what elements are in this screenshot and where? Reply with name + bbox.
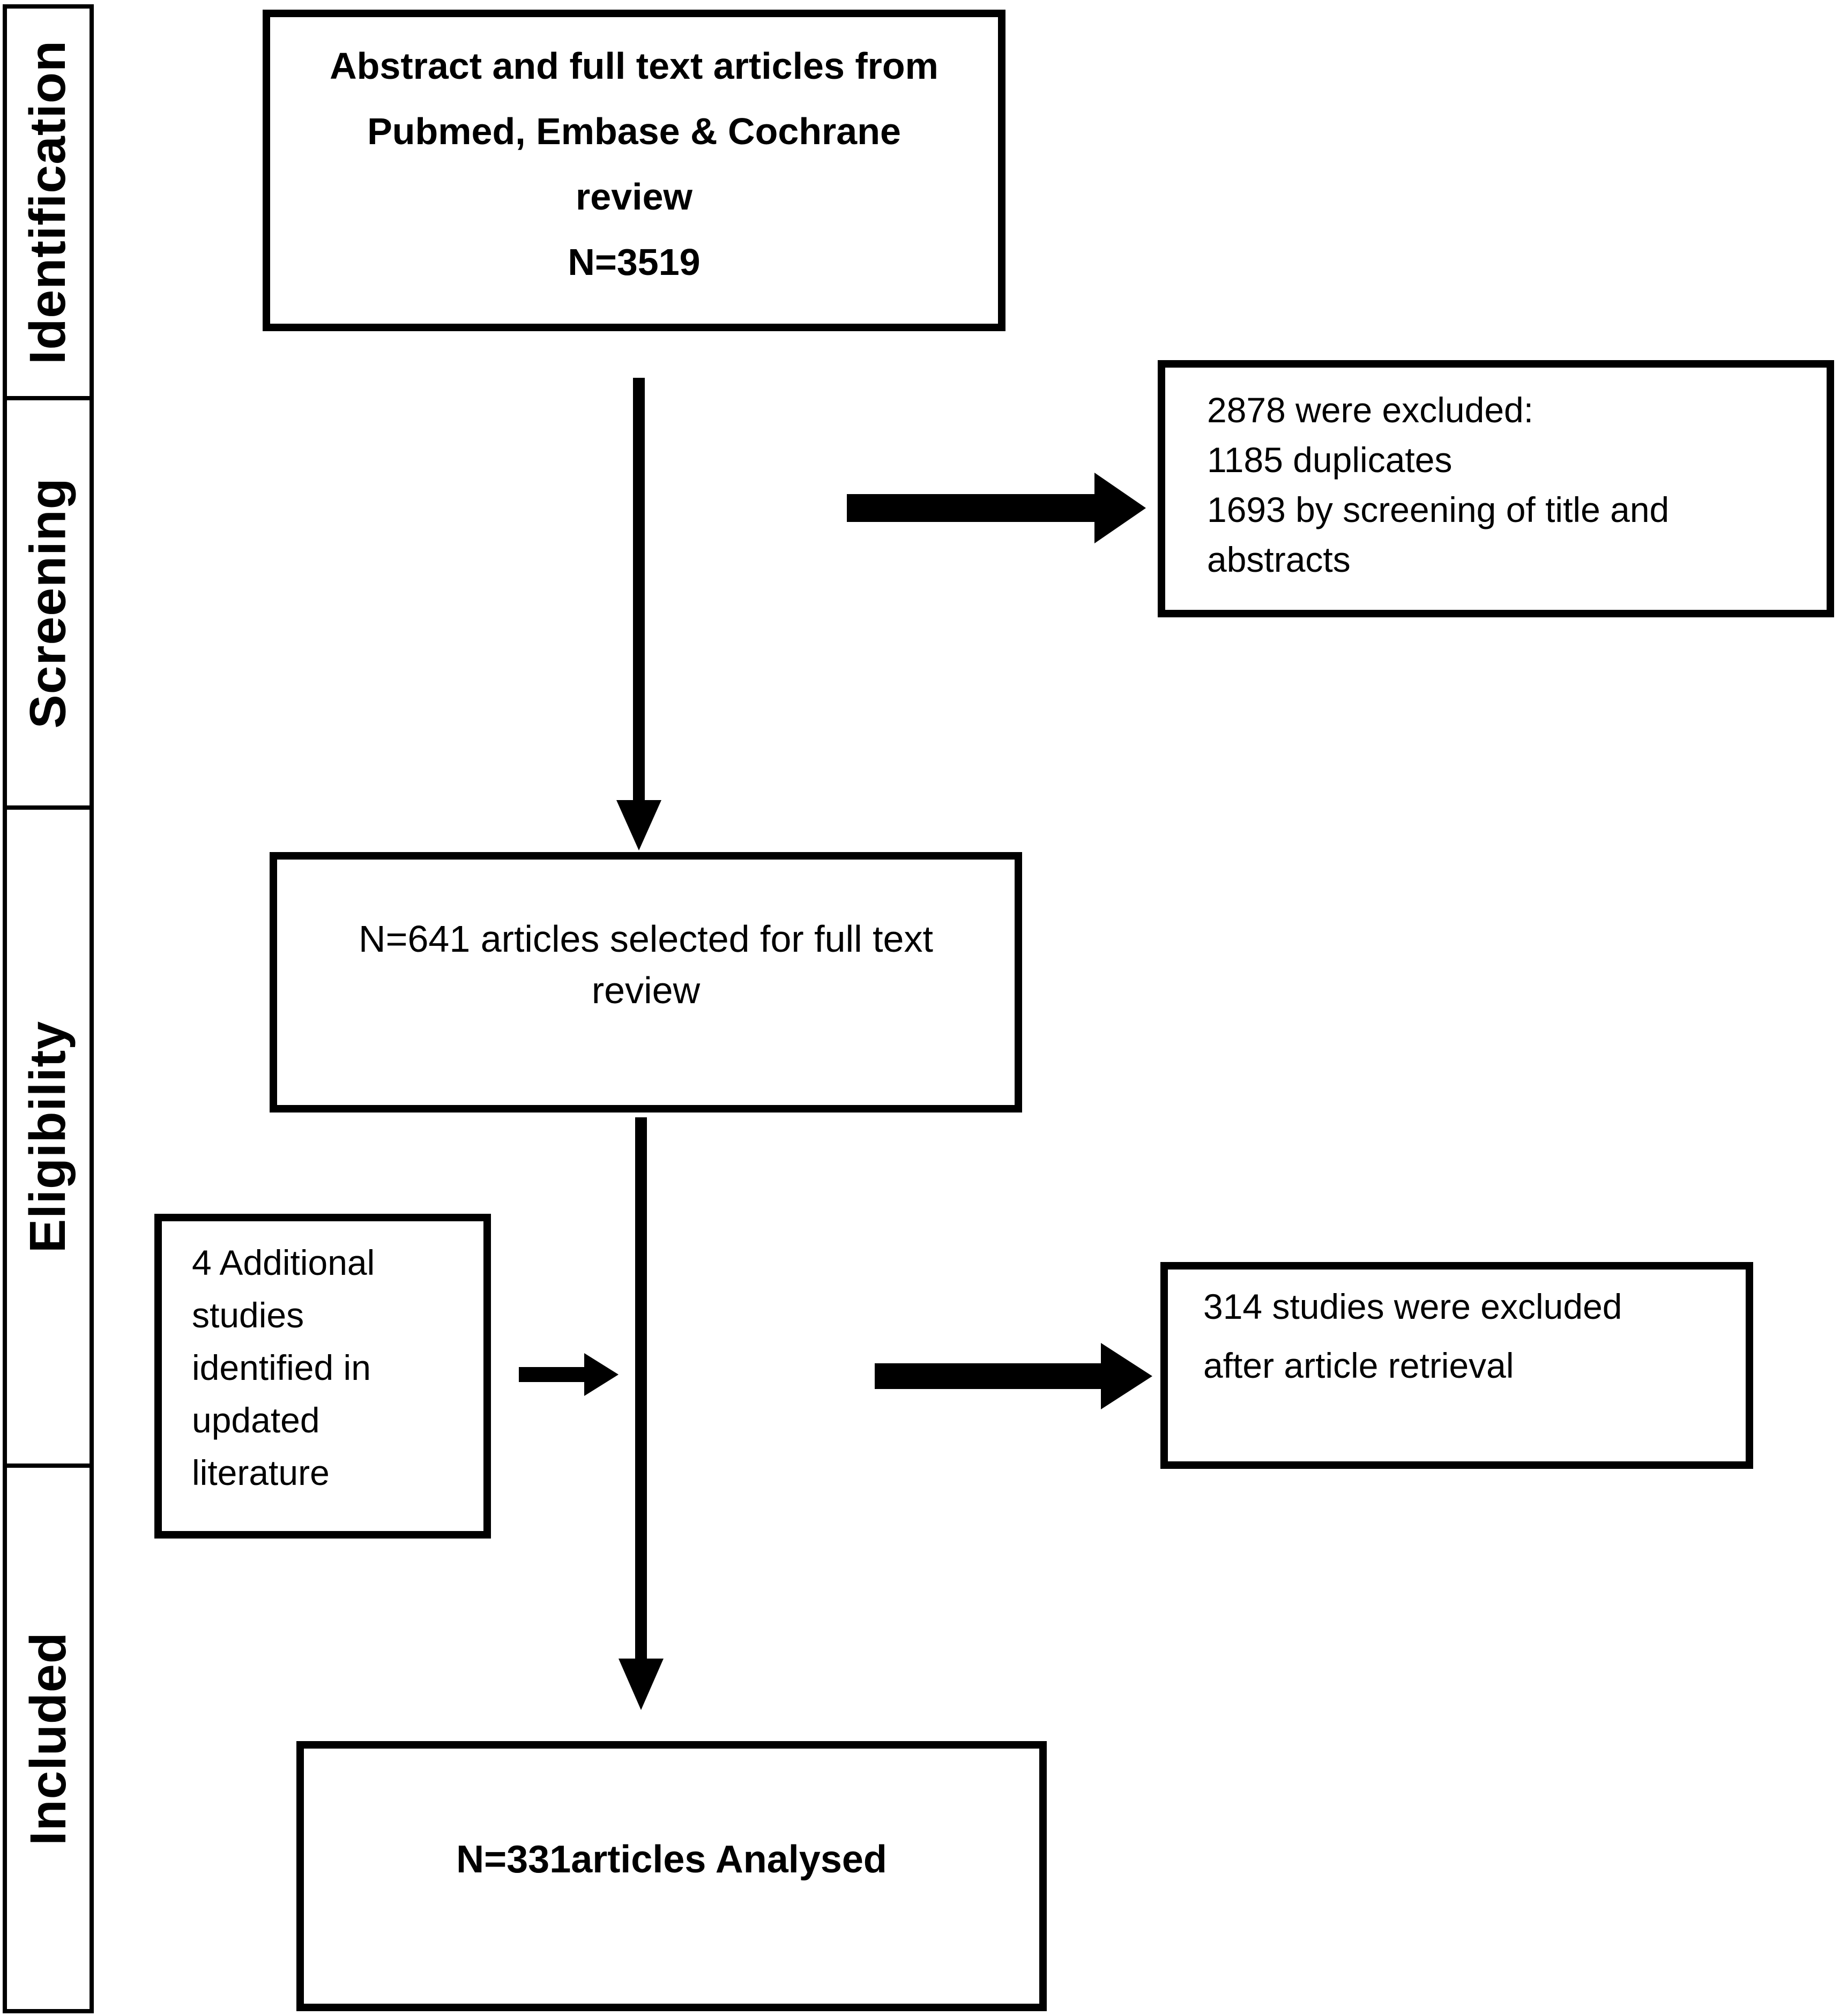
- box-excluded-screening: 2878 were excluded: 1185 duplicates 1693…: [1158, 360, 1834, 617]
- stage-sidebar: Identification Screening Eligibility Inc…: [3, 4, 94, 2013]
- box-analysed: N=331articles Analysed: [296, 1741, 1047, 2011]
- arrow-head: [619, 1659, 664, 1710]
- stage-identification: Identification: [7, 9, 90, 396]
- box-sources: Abstract and full text articles from Pub…: [263, 10, 1005, 331]
- arrow-shaft: [633, 378, 645, 807]
- box-excluded-retrieval-line: after article retrieval: [1203, 1346, 1514, 1385]
- right-arrow-icon: [875, 1343, 1152, 1409]
- box-excluded-screening-line: abstracts: [1207, 540, 1351, 579]
- box-sources-line: Pubmed, Embase & Cochrane: [367, 110, 901, 152]
- stage-eligibility-label: Eligibility: [19, 1020, 77, 1253]
- stage-included-label: Included: [19, 1631, 77, 1846]
- box-excluded-screening-line: 2878 were excluded:: [1207, 390, 1534, 430]
- arrow-head: [616, 800, 661, 850]
- box-excluded-screening-line: 1693 by screening of title and: [1207, 490, 1670, 529]
- box-full-text-review: N=641 articles selected for full text re…: [270, 852, 1022, 1112]
- right-arrow-icon: [519, 1353, 619, 1396]
- box-analysed-line: N=331articles Analysed: [456, 1838, 887, 1881]
- box-additional-studies-line: studies: [192, 1295, 304, 1335]
- arrow-shaft: [635, 1117, 647, 1664]
- stage-screening-label: Screening: [19, 477, 77, 729]
- box-full-text-review-line: N=641 articles selected for full text: [359, 918, 933, 960]
- arrow-shaft: [847, 494, 1100, 522]
- arrow-head: [584, 1353, 619, 1396]
- down-arrow-icon: [619, 1117, 664, 1710]
- stage-eligibility: Eligibility: [7, 805, 90, 1464]
- box-additional-studies-line: identified in: [192, 1348, 371, 1387]
- box-sources-line: review: [576, 176, 692, 218]
- box-sources-line: Abstract and full text articles from: [330, 45, 938, 87]
- box-excluded-retrieval-line: 314 studies were excluded: [1203, 1287, 1622, 1326]
- box-additional-studies-line: 4 Additional: [192, 1243, 375, 1282]
- arrow-head: [1094, 473, 1146, 543]
- box-excluded-screening-line: 1185 duplicates: [1207, 440, 1452, 480]
- stage-included: Included: [7, 1464, 90, 2009]
- arrow-shaft: [519, 1367, 587, 1382]
- box-excluded-retrieval: 314 studies were excluded after article …: [1160, 1262, 1753, 1469]
- box-additional-studies-line: literature: [192, 1453, 330, 1492]
- stage-identification-label: Identification: [19, 40, 77, 365]
- box-sources-count: N=3519: [568, 241, 701, 283]
- box-full-text-review-line: review: [591, 969, 701, 1011]
- box-additional-studies-line: updated: [192, 1400, 320, 1440]
- stage-screening: Screening: [7, 396, 90, 805]
- down-arrow-icon: [616, 378, 661, 850]
- arrow-head: [1101, 1343, 1152, 1409]
- right-arrow-icon: [847, 473, 1146, 543]
- box-additional-studies: 4 Additional studies identified in updat…: [154, 1214, 491, 1539]
- arrow-shaft: [875, 1363, 1106, 1389]
